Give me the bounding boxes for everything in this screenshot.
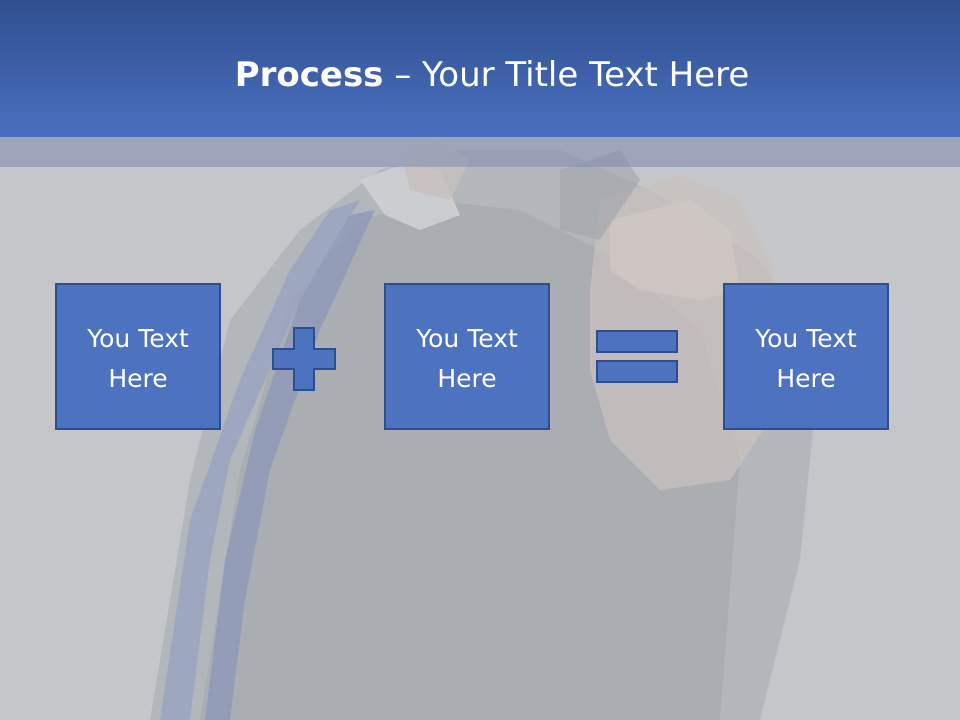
process-box-1-text: You Text Here xyxy=(87,323,189,393)
process-box-1: You Text Here xyxy=(55,283,221,430)
title-bold-text: Process xyxy=(234,55,384,95)
process-box-3-text: You Text Here xyxy=(755,323,857,393)
process-box-3: You Text Here xyxy=(723,283,889,430)
slide-title: Process – Your Title Text Here xyxy=(0,52,960,98)
process-box-2: You Text Here xyxy=(384,283,550,430)
title-accent-band xyxy=(0,137,960,167)
equals-icon xyxy=(596,330,678,383)
title-rest-text: – Your Title Text Here xyxy=(383,55,750,95)
process-box-2-text: You Text Here xyxy=(416,323,518,393)
plus-icon xyxy=(272,327,336,391)
title-bar xyxy=(0,0,960,137)
